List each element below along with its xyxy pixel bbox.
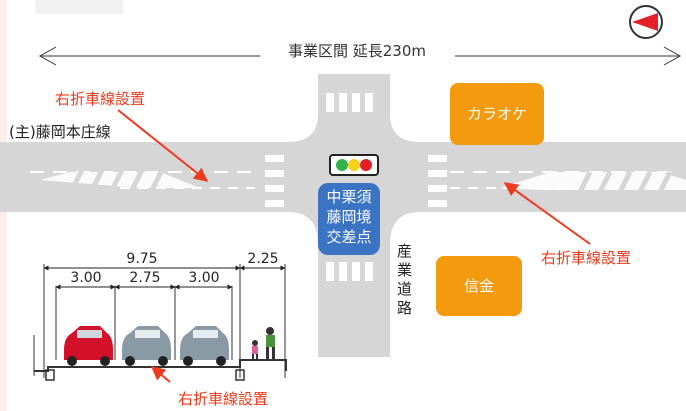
section-span-dimension: 事業区間 延長230m <box>38 42 682 66</box>
cross-section: 9.75 2.25 3.00 2.75 3.00 <box>33 251 287 381</box>
left-road-markings <box>30 168 255 192</box>
car-grey-icon <box>180 326 229 366</box>
cs-total-width: 9.75 <box>126 251 157 267</box>
cs-lane-3: 3.00 <box>188 270 219 286</box>
intersection-line-2: 藤岡境 <box>326 208 371 226</box>
right-turn-arrow-top-left <box>117 109 209 182</box>
traffic-signal-icon <box>329 154 379 176</box>
section-label: 事業区間 延長230m <box>288 42 426 60</box>
shinkin-landmark: 信金 <box>436 256 522 316</box>
crosswalk-left <box>265 155 284 207</box>
karaoke-label: カラオケ <box>467 105 527 123</box>
intersection-line-1: 中栗須 <box>326 188 371 206</box>
cross-road-label: 産 業 道 路 <box>397 242 412 317</box>
north-arrow-icon <box>629 5 663 39</box>
karaoke-landmark: カラオケ <box>450 83 544 145</box>
right-turn-arrow-bottom <box>150 366 171 383</box>
cs-lane-2: 2.75 <box>129 270 160 286</box>
cs-sidewalk-width: 2.25 <box>247 251 278 267</box>
right-turn-label-top-left: 右折車線設置 <box>55 90 145 108</box>
right-turn-label-bottom: 右折車線設置 <box>178 390 268 408</box>
svg-text:業: 業 <box>397 261 412 279</box>
svg-text:道: 道 <box>397 280 412 298</box>
svg-text:路: 路 <box>397 299 412 317</box>
right-turn-label-right: 右折車線設置 <box>541 249 631 267</box>
crosswalk-right <box>428 155 447 207</box>
crosswalk-top <box>326 93 373 112</box>
intersection-label: 中栗須 藤岡境 交差点 <box>318 183 380 255</box>
right-road-markings <box>450 170 686 194</box>
car-red-icon <box>64 326 113 366</box>
crosswalk-bottom <box>326 262 373 281</box>
corner-box <box>35 0 123 14</box>
route-name: (主)藤岡本庄線 <box>9 123 111 141</box>
pedestrians-icon <box>252 327 275 360</box>
intersection-line-3: 交差点 <box>326 228 371 246</box>
shinkin-label: 信金 <box>464 277 494 295</box>
svg-text:産: 産 <box>397 242 412 260</box>
car-grey-icon <box>122 326 171 366</box>
cs-lane-1: 3.00 <box>70 270 101 286</box>
right-turn-arrow-right <box>503 182 591 245</box>
